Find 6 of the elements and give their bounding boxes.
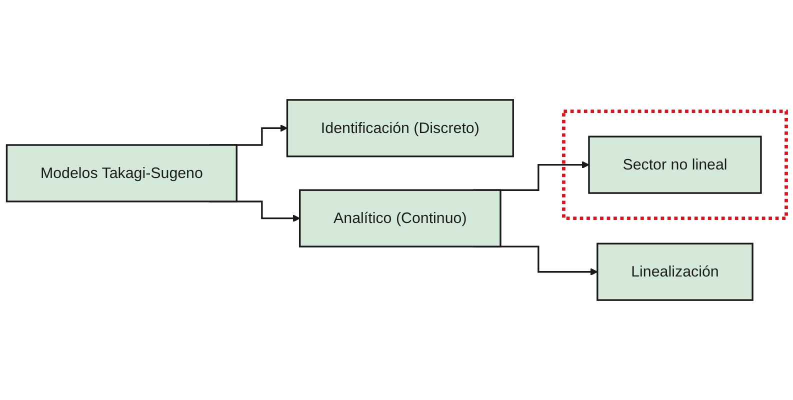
node-box: Linealización (596, 242, 754, 301)
node-box: Modelos Takagi-Sugeno (6, 144, 238, 202)
cluster (562, 110, 788, 220)
node-box: Analítico (Continuo) (299, 189, 502, 248)
node-box: Identificación (Discreto) (286, 99, 514, 158)
node-box: Sector no lineal (588, 136, 762, 194)
